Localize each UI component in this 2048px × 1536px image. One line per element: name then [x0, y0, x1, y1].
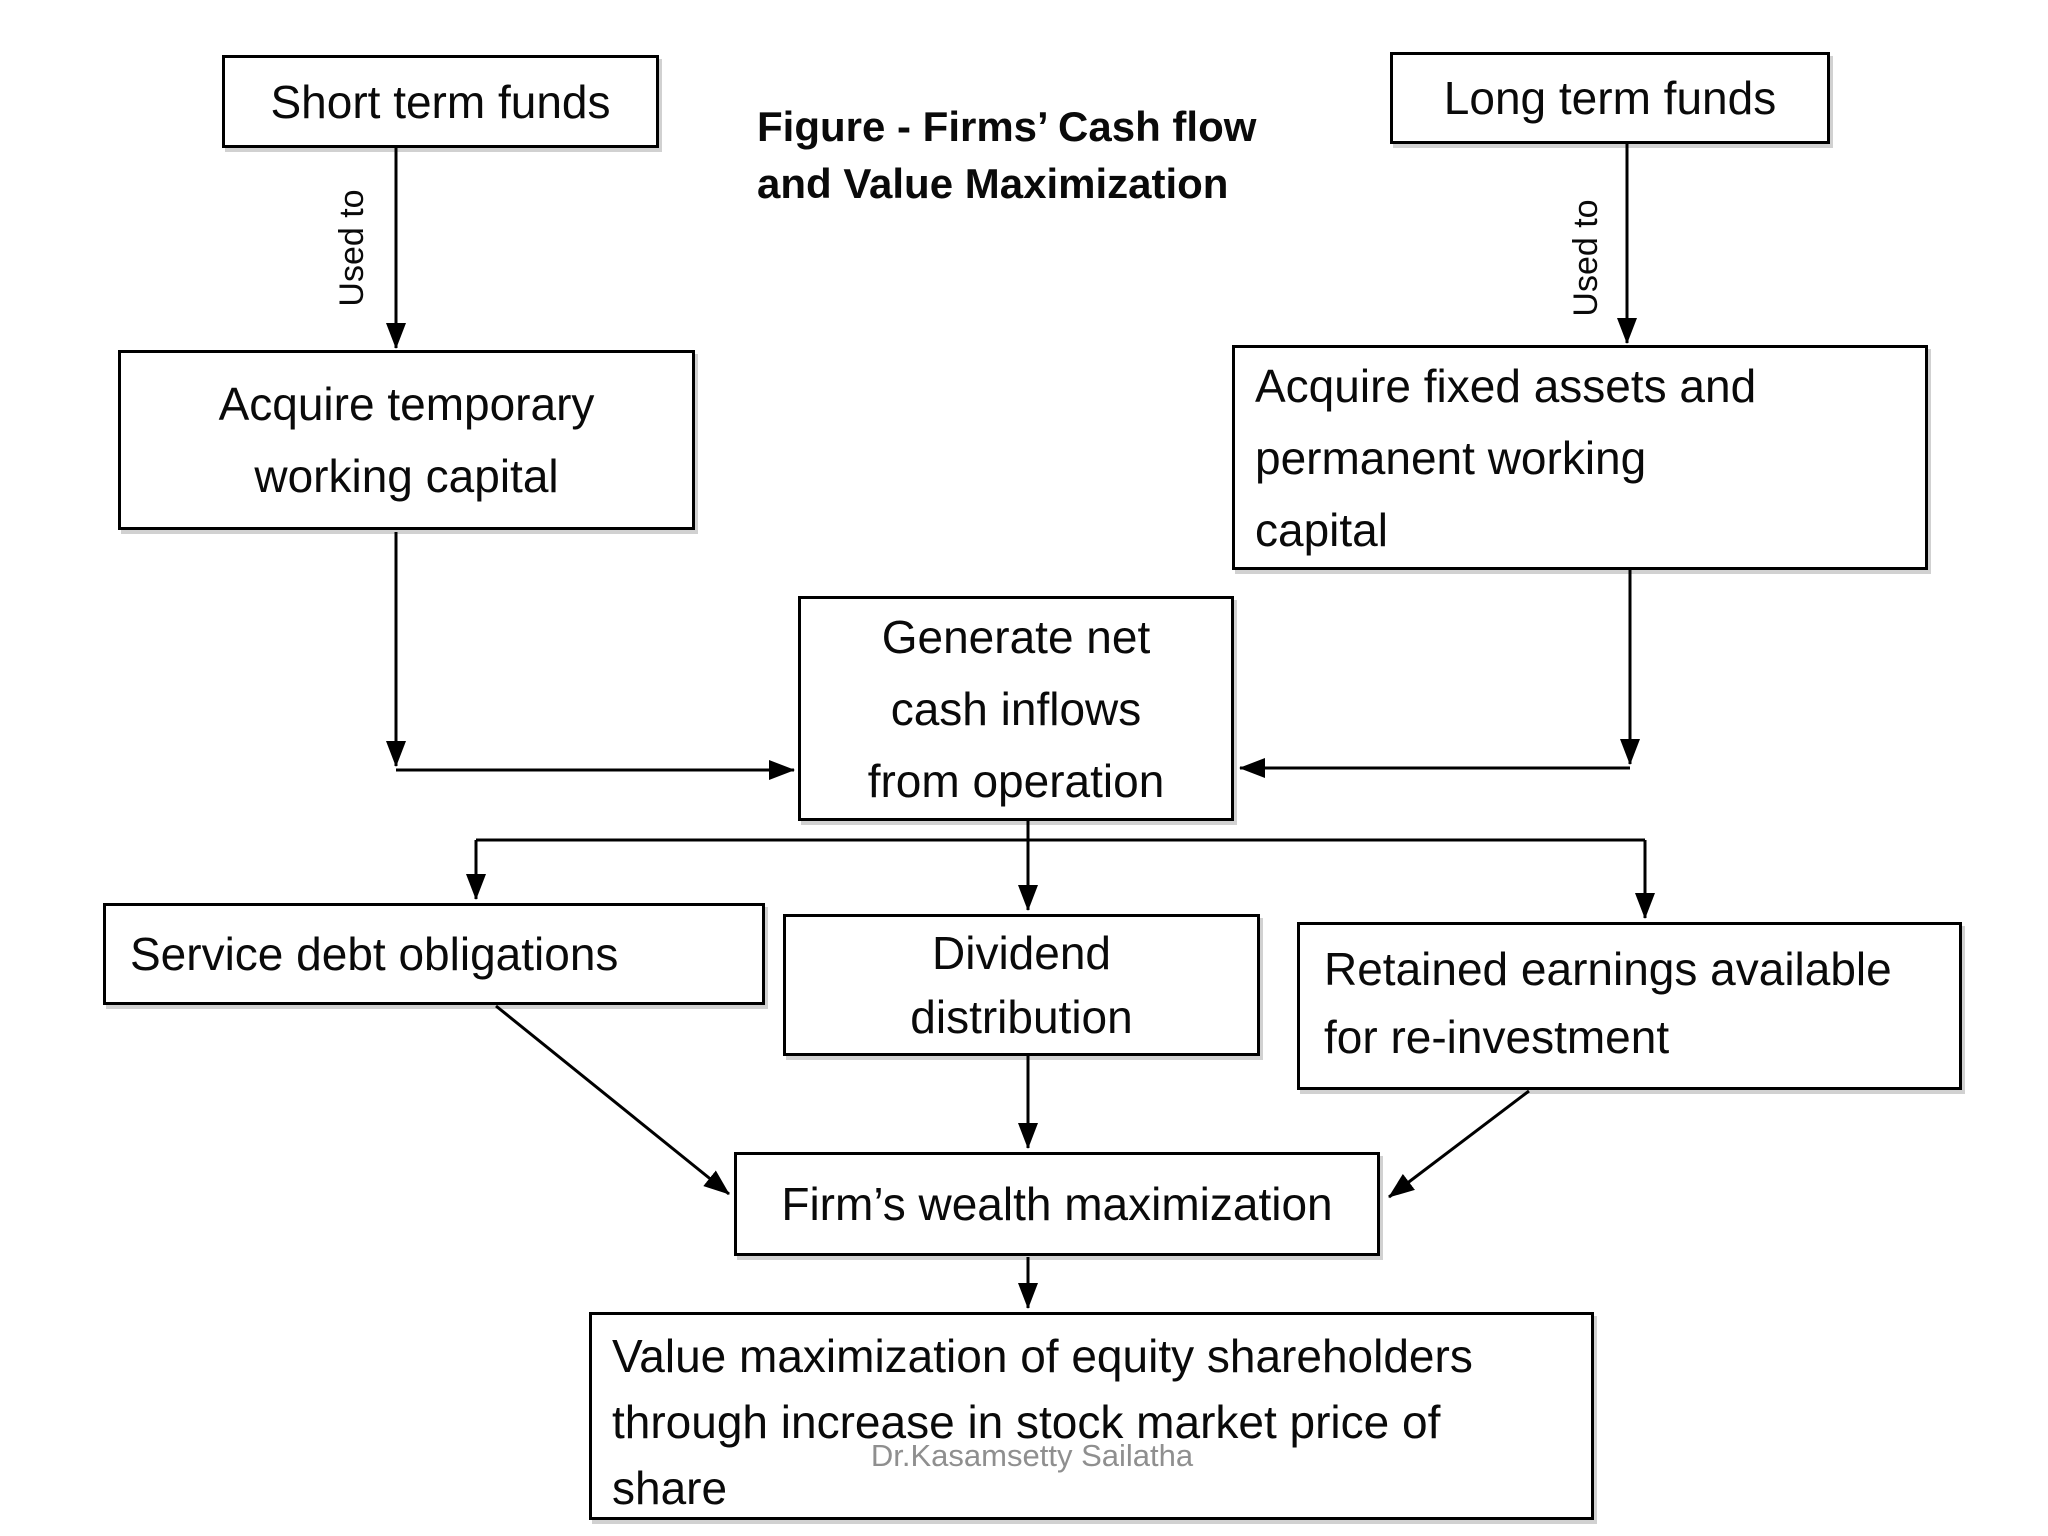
node-acquire-fixed-assets: Acquire fixed assets and permanent worki… [1232, 345, 1928, 570]
node-retained-earnings: Retained earnings available for re-inves… [1297, 922, 1962, 1090]
watermark-author: Dr.Kasamsetty Sailatha [870, 1438, 1194, 1473]
arrow-service-to-wealth [495, 1004, 730, 1196]
node-label-service-debt: Service debt obligations [130, 928, 619, 980]
arrow-retained-to-wealth [1388, 1089, 1530, 1199]
node-label-value-max: Value maximization of equity shareholder… [612, 1330, 1473, 1514]
node-short-term-funds: Short term funds [222, 55, 659, 148]
node-value-maximization-shareholders: Value maximization of equity shareholder… [589, 1312, 1594, 1520]
node-label-retained: Retained earnings available for re-inves… [1324, 943, 1892, 1063]
node-dividend-distribution: Dividend distribution [783, 914, 1260, 1056]
node-acquire-temporary-working-capital: Acquire temporary working capital [118, 350, 695, 530]
node-label-firms-wealth: Firm’s wealth maximization [781, 1178, 1333, 1230]
node-label-dividend: Dividend distribution [910, 927, 1133, 1043]
edge-label-used-to-right: Used to [1567, 199, 1605, 317]
node-label-long-term: Long term funds [1443, 72, 1777, 124]
node-service-debt-obligations: Service debt obligations [103, 903, 765, 1005]
node-label-short-term: Short term funds [270, 75, 611, 128]
node-label-generate: Generate net cash inflows from operation [867, 610, 1165, 807]
node-label-acquire-temp: Acquire temporary working capital [218, 378, 595, 502]
figure-title: Figure - Firms’ Cash flow and Value Maxi… [757, 103, 1257, 207]
node-generate-net-cash-inflows: Generate net cash inflows from operation [798, 596, 1234, 821]
edge-label-used-to-left: Used to [333, 189, 371, 307]
node-long-term-funds: Long term funds [1390, 52, 1830, 144]
node-firms-wealth-maximization: Firm’s wealth maximization [734, 1152, 1380, 1256]
node-label-acquire-fixed: Acquire fixed assets and permanent worki… [1255, 360, 1757, 556]
